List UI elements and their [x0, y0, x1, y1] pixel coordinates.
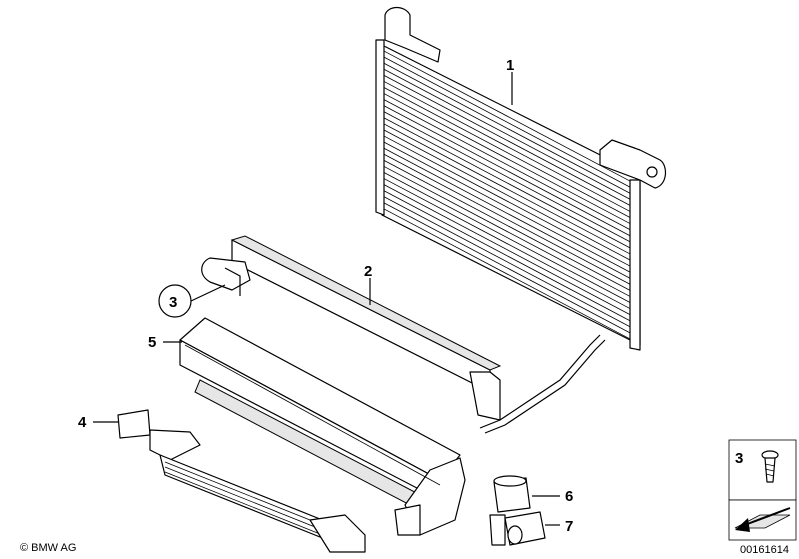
condenser-fin [383, 117, 631, 249]
condenser-fin [383, 166, 631, 297]
condenser-fin [383, 208, 631, 340]
condenser-fin [383, 56, 631, 188]
callout-4: 4 [78, 414, 87, 431]
condenser-fin [383, 160, 631, 291]
condenser-fin [383, 123, 631, 255]
condenser-fin [383, 196, 631, 328]
condenser-fin [383, 81, 631, 212]
callout-1: 1 [506, 57, 514, 74]
callout-6: 6 [565, 488, 573, 505]
condenser-fin [383, 62, 631, 194]
condenser-fin [383, 68, 631, 200]
callout-7: 7 [565, 518, 573, 535]
condenser-fin [383, 135, 631, 267]
condenser-fin [383, 184, 631, 315]
part-4-grille[interactable] [117, 409, 366, 553]
condenser-fin [383, 202, 631, 334]
legend-box-screw [728, 439, 797, 501]
part-5-air-duct[interactable] [179, 317, 466, 536]
condenser-fin [383, 153, 631, 285]
callout-3: 3 [169, 294, 177, 311]
condenser-fin [383, 178, 631, 309]
condenser-fin [383, 87, 631, 218]
condenser-fin [383, 141, 631, 273]
condenser-fin [383, 99, 631, 230]
legend-callout-3: 3 [735, 450, 743, 467]
condenser-fin [383, 75, 631, 206]
condenser-fin [383, 190, 631, 322]
condenser-fin [383, 129, 631, 261]
condenser-fin [383, 111, 631, 243]
copyright-text: © BMW AG [20, 542, 76, 554]
part-7-bracket[interactable] [489, 511, 546, 546]
callout-5: 5 [148, 334, 156, 351]
callout-2: 2 [364, 263, 372, 280]
direction-arrow-icon [734, 507, 791, 532]
diagram-number: 00161614 [740, 544, 789, 556]
condenser-fin [383, 50, 631, 182]
part-1-condenser[interactable] [375, 6, 666, 434]
screw-icon [761, 450, 779, 483]
leader-3 [190, 284, 226, 302]
condenser-fin [383, 105, 631, 237]
condenser-fin [383, 93, 631, 224]
part-6-rubber-mount[interactable] [493, 475, 531, 513]
part-2-oil-cooler[interactable] [201, 235, 502, 421]
condenser-fin [383, 172, 631, 303]
condenser-fin [383, 147, 631, 279]
